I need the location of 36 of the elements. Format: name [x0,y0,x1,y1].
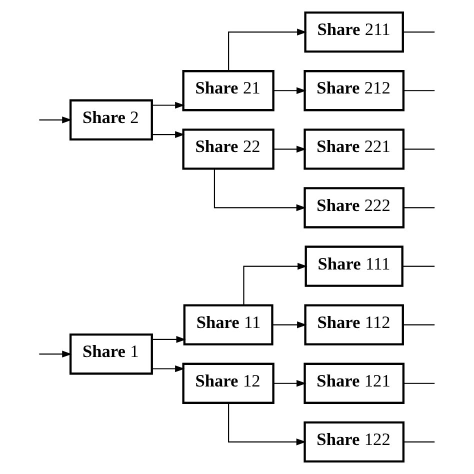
node-box: Share 122 [304,421,405,463]
connector [404,441,435,442]
arrow [243,262,308,305]
connector [404,148,435,150]
arrow [273,380,306,387]
connector [404,207,435,208]
node-box: Share 21 [182,70,274,112]
node-box: Share 111 [304,246,404,287]
connector [403,32,435,33]
node-box: Share 11 [183,304,274,346]
node-box: Share 212 [304,70,405,112]
arrow [273,146,306,153]
node-box: Share 12 [182,362,274,404]
connector [404,382,435,384]
node-box: Share 1 [69,334,153,375]
arrow [152,365,185,372]
arrow [152,336,186,343]
node-box: Share 211 [304,11,404,53]
connector [403,324,435,326]
arrow [152,131,185,138]
arrow [228,28,307,71]
node-box: Share 221 [304,128,405,170]
node-box: Share 22 [182,128,274,170]
arrow [272,321,307,328]
node-box: Share 112 [304,304,404,346]
arrow [39,350,72,358]
node-box: Share 2 [69,99,153,140]
arrow [214,169,306,212]
connector [404,90,435,92]
connector [402,266,435,267]
arrow [228,403,306,446]
node-box: Share 121 [304,362,405,404]
arrow [39,116,72,124]
arrow [273,87,306,94]
arrow [152,102,185,109]
node-box: Share 222 [304,187,405,228]
